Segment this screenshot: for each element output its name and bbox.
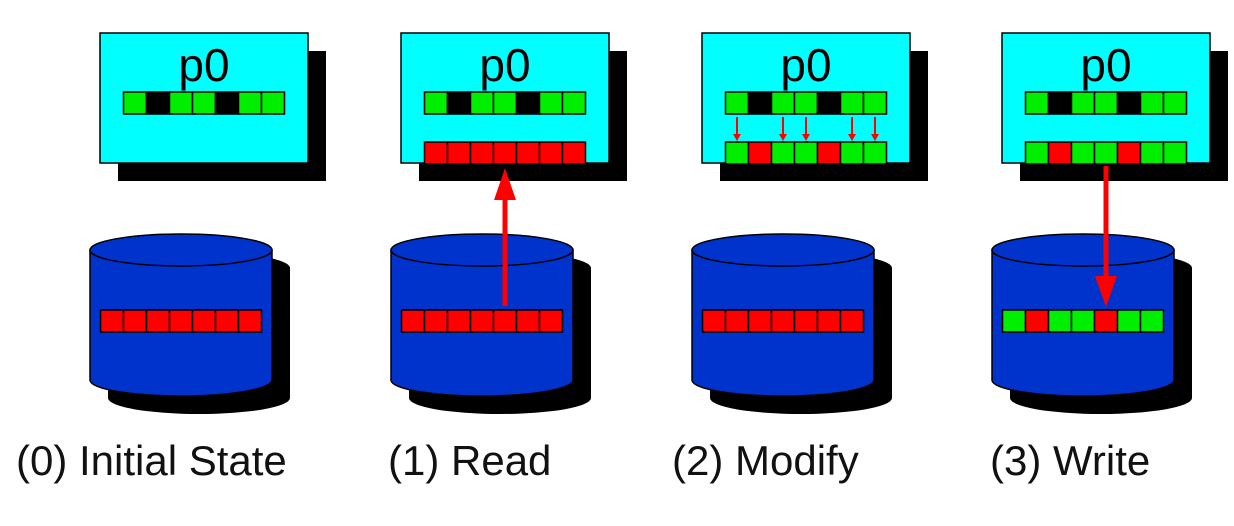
storage-2-cell-2 (747, 309, 773, 333)
storage-2-cell-0 (701, 309, 727, 333)
buffer-2-cell-6 (862, 141, 888, 165)
storage-1-cell-0 (400, 309, 426, 333)
storage-1-cell-4 (492, 309, 518, 333)
mask-1-cell-0 (423, 91, 449, 115)
mask-0-cell-5 (237, 91, 263, 115)
mask-0-cell-4 (214, 91, 240, 115)
mask-0-cell-3 (191, 91, 217, 115)
mask-2-cell-6 (862, 91, 888, 115)
storage-0-cell-0 (99, 309, 125, 333)
mask-3-cell-1 (1047, 91, 1073, 115)
storage-3-cell-3 (1070, 309, 1096, 333)
mask-1-cell-4 (515, 91, 541, 115)
storage-1-cell-1 (423, 309, 449, 333)
disk-top-0 (89, 233, 273, 267)
mask-3-cell-5 (1139, 91, 1165, 115)
storage-1-cell-6 (538, 309, 564, 333)
buffer-1-cell-0 (423, 141, 449, 165)
disk-top-1 (390, 233, 574, 267)
caption-modify: (2) Modify (672, 437, 859, 484)
mask-1-cell-3 (492, 91, 518, 115)
mask-0-cell-1 (145, 91, 171, 115)
storage-3-cell-1 (1024, 309, 1050, 333)
mask-2-cell-3 (793, 91, 819, 115)
modify-arrow-head-2-6 (871, 134, 879, 141)
write-arrow-head (1095, 276, 1117, 307)
storage-0-cell-3 (168, 309, 194, 333)
buffer-1-cell-3 (492, 141, 518, 165)
buffer-1-cell-6 (561, 141, 587, 165)
mask-3-cell-2 (1070, 91, 1096, 115)
storage-2-cell-1 (724, 309, 750, 333)
process-label-0: p0 (178, 39, 229, 91)
mask-3-cell-6 (1162, 91, 1188, 115)
modify-arrow-head-2-2 (779, 134, 787, 141)
storage-3-cell-6 (1139, 309, 1165, 333)
storage-3-cell-4 (1093, 309, 1119, 333)
buffer-2-cell-5 (839, 141, 865, 165)
buffer-1-cell-5 (538, 141, 564, 165)
buffer-3-cell-5 (1139, 141, 1165, 165)
mask-1-cell-6 (561, 91, 587, 115)
buffer-3-cell-6 (1162, 141, 1188, 165)
process-label-3: p0 (1080, 39, 1131, 91)
process-label-2: p0 (780, 39, 831, 91)
buffer-2-cell-0 (724, 141, 750, 165)
modify-arrow-head-2-0 (733, 134, 741, 141)
storage-0-cell-2 (145, 309, 171, 333)
mask-1-cell-2 (469, 91, 495, 115)
buffer-3-cell-0 (1024, 141, 1050, 165)
disk-top-3 (991, 233, 1175, 267)
mask-3-cell-3 (1093, 91, 1119, 115)
storage-1-cell-3 (469, 309, 495, 333)
mask-0-cell-0 (122, 91, 148, 115)
mask-3-cell-4 (1116, 91, 1142, 115)
caption-initial-state: (0) Initial State (16, 437, 287, 484)
storage-2-cell-5 (816, 309, 842, 333)
storage-2-cell-6 (839, 309, 865, 333)
disk-top-2 (691, 233, 875, 267)
buffer-2-cell-3 (793, 141, 819, 165)
mask-0-cell-6 (260, 91, 286, 115)
caption-read: (1) Read (388, 437, 552, 484)
buffer-1-cell-1 (446, 141, 472, 165)
mask-0-cell-2 (168, 91, 194, 115)
process-label-1: p0 (479, 39, 530, 91)
buffer-1-cell-2 (469, 141, 495, 165)
mask-2-cell-0 (724, 91, 750, 115)
mask-1-cell-1 (446, 91, 472, 115)
caption-write: (3) Write (990, 437, 1151, 484)
storage-2-cell-4 (793, 309, 819, 333)
buffer-3-cell-4 (1116, 141, 1142, 165)
modify-arrow-head-2-3 (802, 134, 810, 141)
read-arrow-head (494, 168, 516, 200)
mask-2-cell-5 (839, 91, 865, 115)
storage-0-cell-5 (214, 309, 240, 333)
mask-2-cell-2 (770, 91, 796, 115)
buffer-3-cell-2 (1070, 141, 1096, 165)
storage-3-cell-0 (1001, 309, 1027, 333)
mask-2-cell-4 (816, 91, 842, 115)
storage-0-cell-1 (122, 309, 148, 333)
storage-3-cell-2 (1047, 309, 1073, 333)
modify-arrow-head-2-5 (848, 134, 856, 141)
storage-1-cell-2 (446, 309, 472, 333)
buffer-2-cell-2 (770, 141, 796, 165)
mask-1-cell-5 (538, 91, 564, 115)
buffer-2-cell-4 (816, 141, 842, 165)
mask-3-cell-0 (1024, 91, 1050, 115)
storage-0-cell-4 (191, 309, 217, 333)
buffer-3-cell-1 (1047, 141, 1073, 165)
storage-1-cell-5 (515, 309, 541, 333)
storage-0-cell-6 (237, 309, 263, 333)
storage-3-cell-5 (1116, 309, 1142, 333)
mask-2-cell-1 (747, 91, 773, 115)
buffer-2-cell-1 (747, 141, 773, 165)
buffer-1-cell-4 (515, 141, 541, 165)
buffer-3-cell-3 (1093, 141, 1119, 165)
storage-2-cell-3 (770, 309, 796, 333)
